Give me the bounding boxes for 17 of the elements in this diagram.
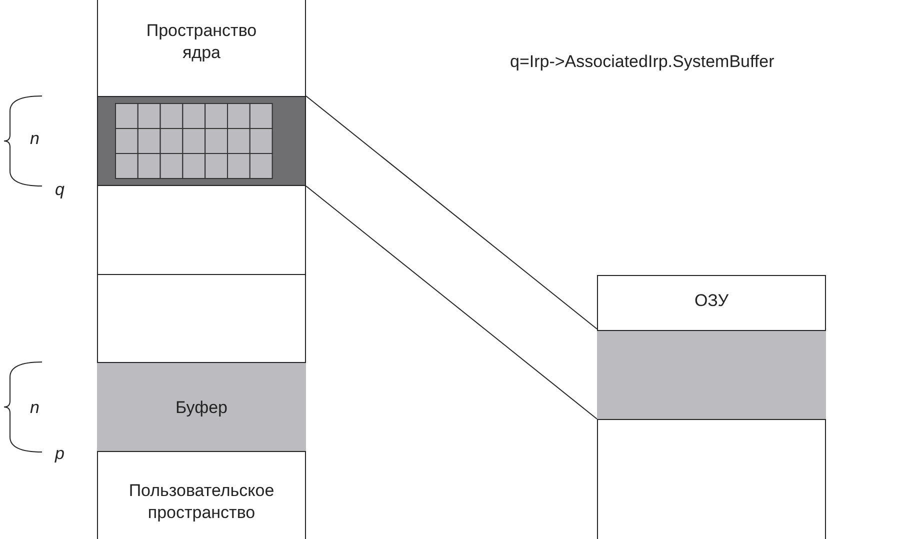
annotation-text: q=Irp->AssociatedIrp.SystemBuffer [510,52,774,72]
size-marker: q [55,180,64,200]
region-label: ОЗУ [693,290,730,312]
size-marker: p [55,444,64,464]
region-label: Пользовательское пространство [128,480,276,524]
region-label: Буфер [174,397,228,419]
ram-buffer-region [597,330,826,420]
region-label: Пространство ядра [145,20,258,64]
mapping-line [306,96,598,330]
ram-region [597,275,826,539]
kernel-space-region [97,0,306,275]
size-marker: n [30,398,40,418]
mapped-buffer-region [97,96,306,186]
mapping-line [306,186,598,420]
user-space-region [97,275,306,539]
size-marker: n [30,129,40,149]
buffer-region [97,362,306,452]
